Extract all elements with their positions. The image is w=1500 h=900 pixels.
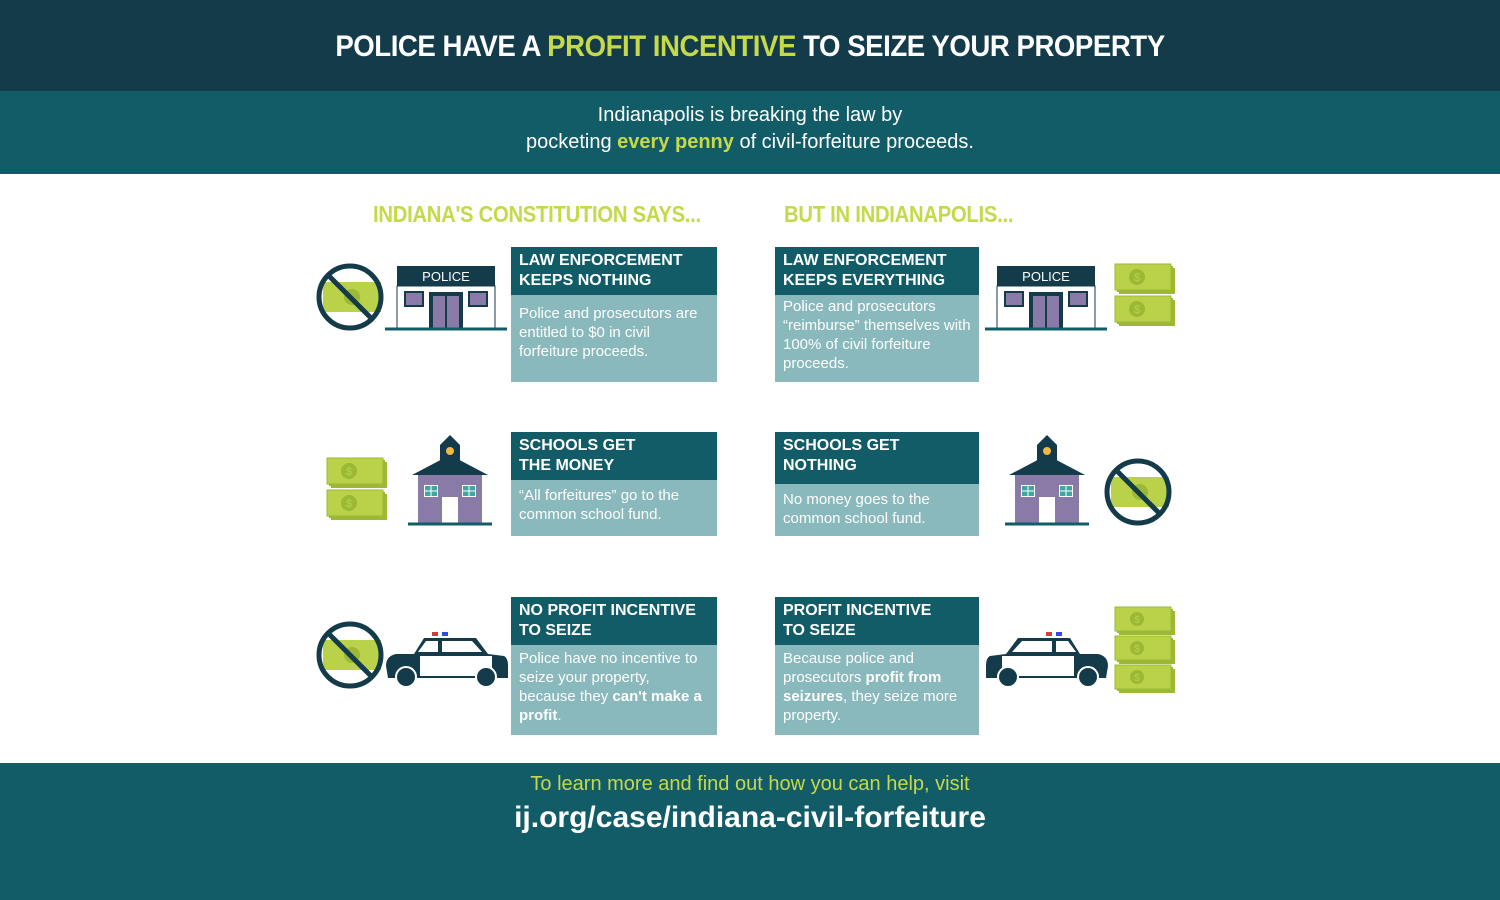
- footer-bar: [0, 763, 1500, 900]
- police-station-icon: POLICE: [983, 264, 1109, 334]
- police-car-icon: [984, 630, 1110, 688]
- header-bar: [0, 0, 1500, 91]
- card-body: “All forfeitures” go to the common schoo…: [511, 480, 717, 536]
- police-sign-text: POLICE: [422, 269, 470, 284]
- svg-text:$: $: [1134, 304, 1140, 316]
- money-stack-icon: $ $: [1113, 262, 1177, 330]
- main-title: POLICE HAVE A PROFIT INCENTIVE TO SEIZE …: [335, 30, 1165, 63]
- police-sign-text: POLICE: [1022, 269, 1070, 284]
- schoolhouse-icon: [1005, 435, 1089, 527]
- subheader-bar: [0, 91, 1500, 174]
- left-column-heading: INDIANA'S CONSTITUTION SAYS...: [373, 201, 701, 227]
- card-body: No money goes to the common school fund.: [775, 484, 979, 536]
- subheader-highlight: every penny: [617, 131, 734, 153]
- svg-text:$: $: [1134, 673, 1140, 684]
- subheader-text: Indianapolis is breaking the law by pock…: [525, 104, 974, 153]
- schoolhouse-icon: [408, 435, 492, 527]
- svg-text:$: $: [346, 498, 352, 510]
- no-money-icon: [315, 262, 385, 332]
- footer-url-link[interactable]: ij.org/case/indiana-civil-forfeiture: [514, 801, 986, 834]
- police-station-icon: POLICE: [383, 264, 509, 334]
- card-body: Because police and prosecutors profit fr…: [775, 645, 979, 735]
- svg-text:$: $: [1134, 615, 1140, 626]
- card-body: Police and prosecutors are entitled to $…: [511, 295, 717, 382]
- svg-text:$: $: [1134, 272, 1140, 284]
- svg-text:$: $: [1134, 644, 1140, 655]
- money-stack-tall-icon: $ $ $: [1113, 605, 1177, 701]
- right-column-heading: BUT IN INDIANAPOLIS...: [784, 201, 1014, 227]
- no-money-icon: [315, 620, 385, 690]
- no-money-icon: [1103, 457, 1173, 527]
- footer-call-to-action: To learn more and find out how you can h…: [530, 773, 970, 795]
- card-body: Police and prosecutors “reimburse” thems…: [775, 295, 979, 382]
- svg-text:$: $: [346, 466, 352, 478]
- title-highlight: PROFIT INCENTIVE: [547, 30, 796, 63]
- money-stack-icon: $ $: [325, 456, 389, 524]
- card-body: Police have no incentive to seize your p…: [511, 645, 717, 735]
- police-car-icon: [384, 630, 510, 688]
